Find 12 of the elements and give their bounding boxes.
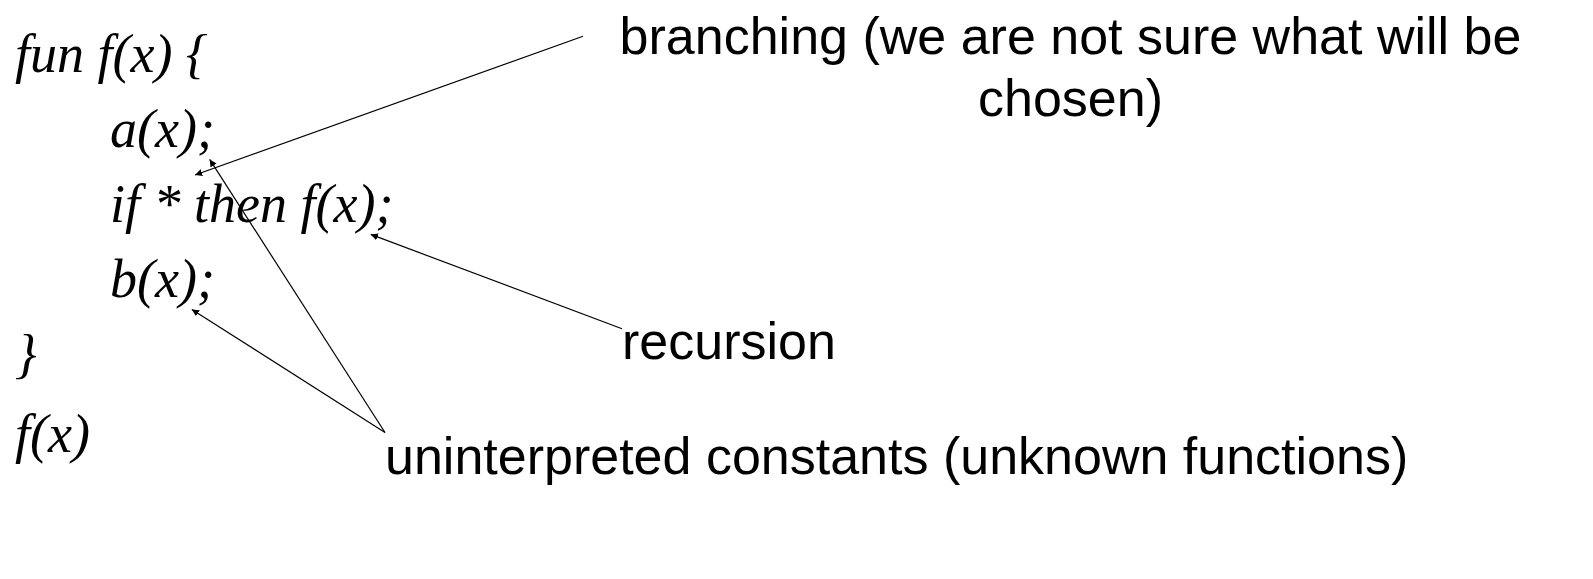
annotation-text: uninterpreted constants (unknown functions) xyxy=(385,425,1409,488)
annotation-text: branching (we are not sure what will be chosen) xyxy=(583,5,1558,130)
arrow xyxy=(370,233,623,330)
code-line: b(x); xyxy=(110,250,215,310)
arrow xyxy=(209,158,386,434)
code-line: a(x); xyxy=(110,100,215,160)
code-line: f(x) xyxy=(15,405,90,465)
code-line: } xyxy=(15,325,37,385)
code-line: fun f(x) { xyxy=(15,25,208,85)
annotation-text: recursion xyxy=(622,310,836,373)
arrow xyxy=(191,308,386,434)
arrow xyxy=(194,35,584,176)
